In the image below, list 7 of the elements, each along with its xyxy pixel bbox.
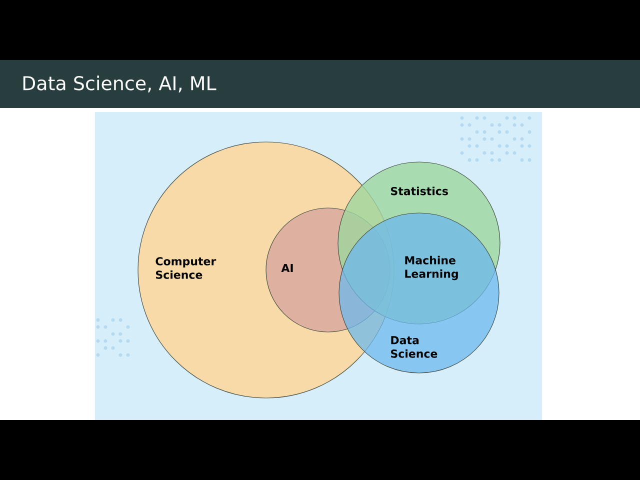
circle-label: Data Science [391, 336, 438, 358]
circle-label: AI [281, 264, 293, 272]
region-label: Machine Learning [405, 256, 458, 280]
venn-circle [338, 212, 500, 374]
title-bar: Data Science, AI, ML [0, 60, 640, 108]
circle-label: Statistics [391, 186, 448, 196]
circle-label: Computer Science [156, 257, 216, 279]
